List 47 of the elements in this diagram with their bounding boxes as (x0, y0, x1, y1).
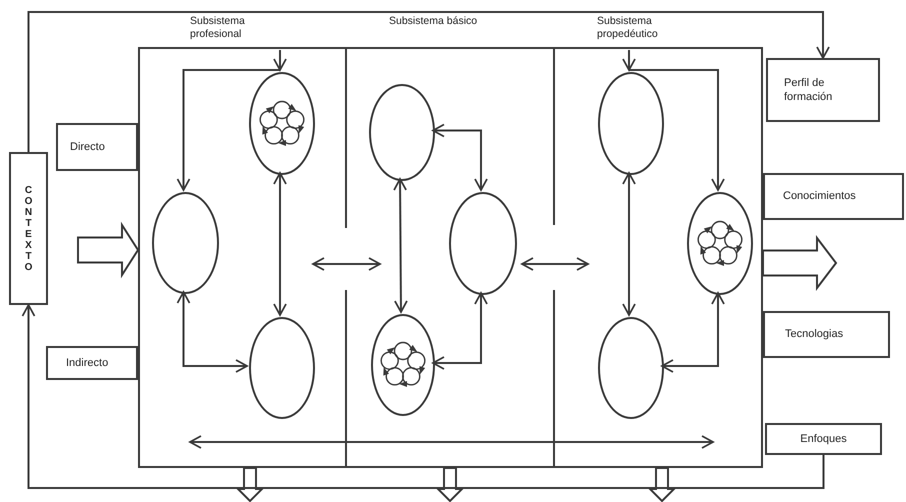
arrow (189, 435, 714, 449)
arrow (629, 69, 725, 191)
box-label: Indirecto (66, 356, 108, 370)
box-label: Conocimientos (783, 189, 856, 204)
block-arrow (236, 467, 264, 502)
process-box (763, 173, 904, 220)
block-arrow (77, 222, 140, 278)
arrow (622, 172, 636, 316)
arrow (432, 124, 488, 191)
arrow (28, 11, 830, 152)
arrow (432, 292, 488, 370)
ellipse (249, 317, 315, 419)
arrow (176, 291, 248, 373)
column-heading: Subsistema propedéutico (597, 15, 659, 40)
arrow (661, 292, 725, 373)
box-label: Tecnologias (785, 327, 844, 342)
box-label: Perfil de formación (784, 76, 834, 104)
ellipse (152, 192, 219, 294)
box-label: Enfoques (800, 432, 847, 446)
block-arrow (648, 467, 676, 502)
process-box (46, 346, 138, 380)
arrow (622, 50, 636, 71)
ellipse (249, 72, 315, 175)
ellipse (369, 84, 435, 181)
block-arrow (762, 235, 838, 291)
ellipse (371, 314, 435, 416)
context-box (9, 152, 48, 305)
process-box (766, 58, 880, 122)
arrow (176, 69, 280, 191)
block-arrow (436, 467, 464, 502)
arrow (312, 257, 381, 271)
vertical-label: CONTEXTO (24, 184, 34, 272)
arrow (521, 257, 589, 271)
arrow (393, 178, 408, 313)
ellipse (687, 192, 753, 295)
arrow (273, 172, 287, 316)
process-box (763, 311, 890, 358)
box-label: Directo (70, 140, 105, 154)
process-box (765, 423, 882, 455)
arrow (22, 304, 824, 489)
column-heading: Subsistema básico (389, 15, 478, 28)
ellipse (598, 72, 664, 175)
column-heading: Subsistema profesional (190, 15, 246, 40)
ellipse (598, 317, 664, 419)
arrow (273, 50, 287, 71)
process-box (56, 123, 138, 171)
ellipse (449, 192, 517, 295)
